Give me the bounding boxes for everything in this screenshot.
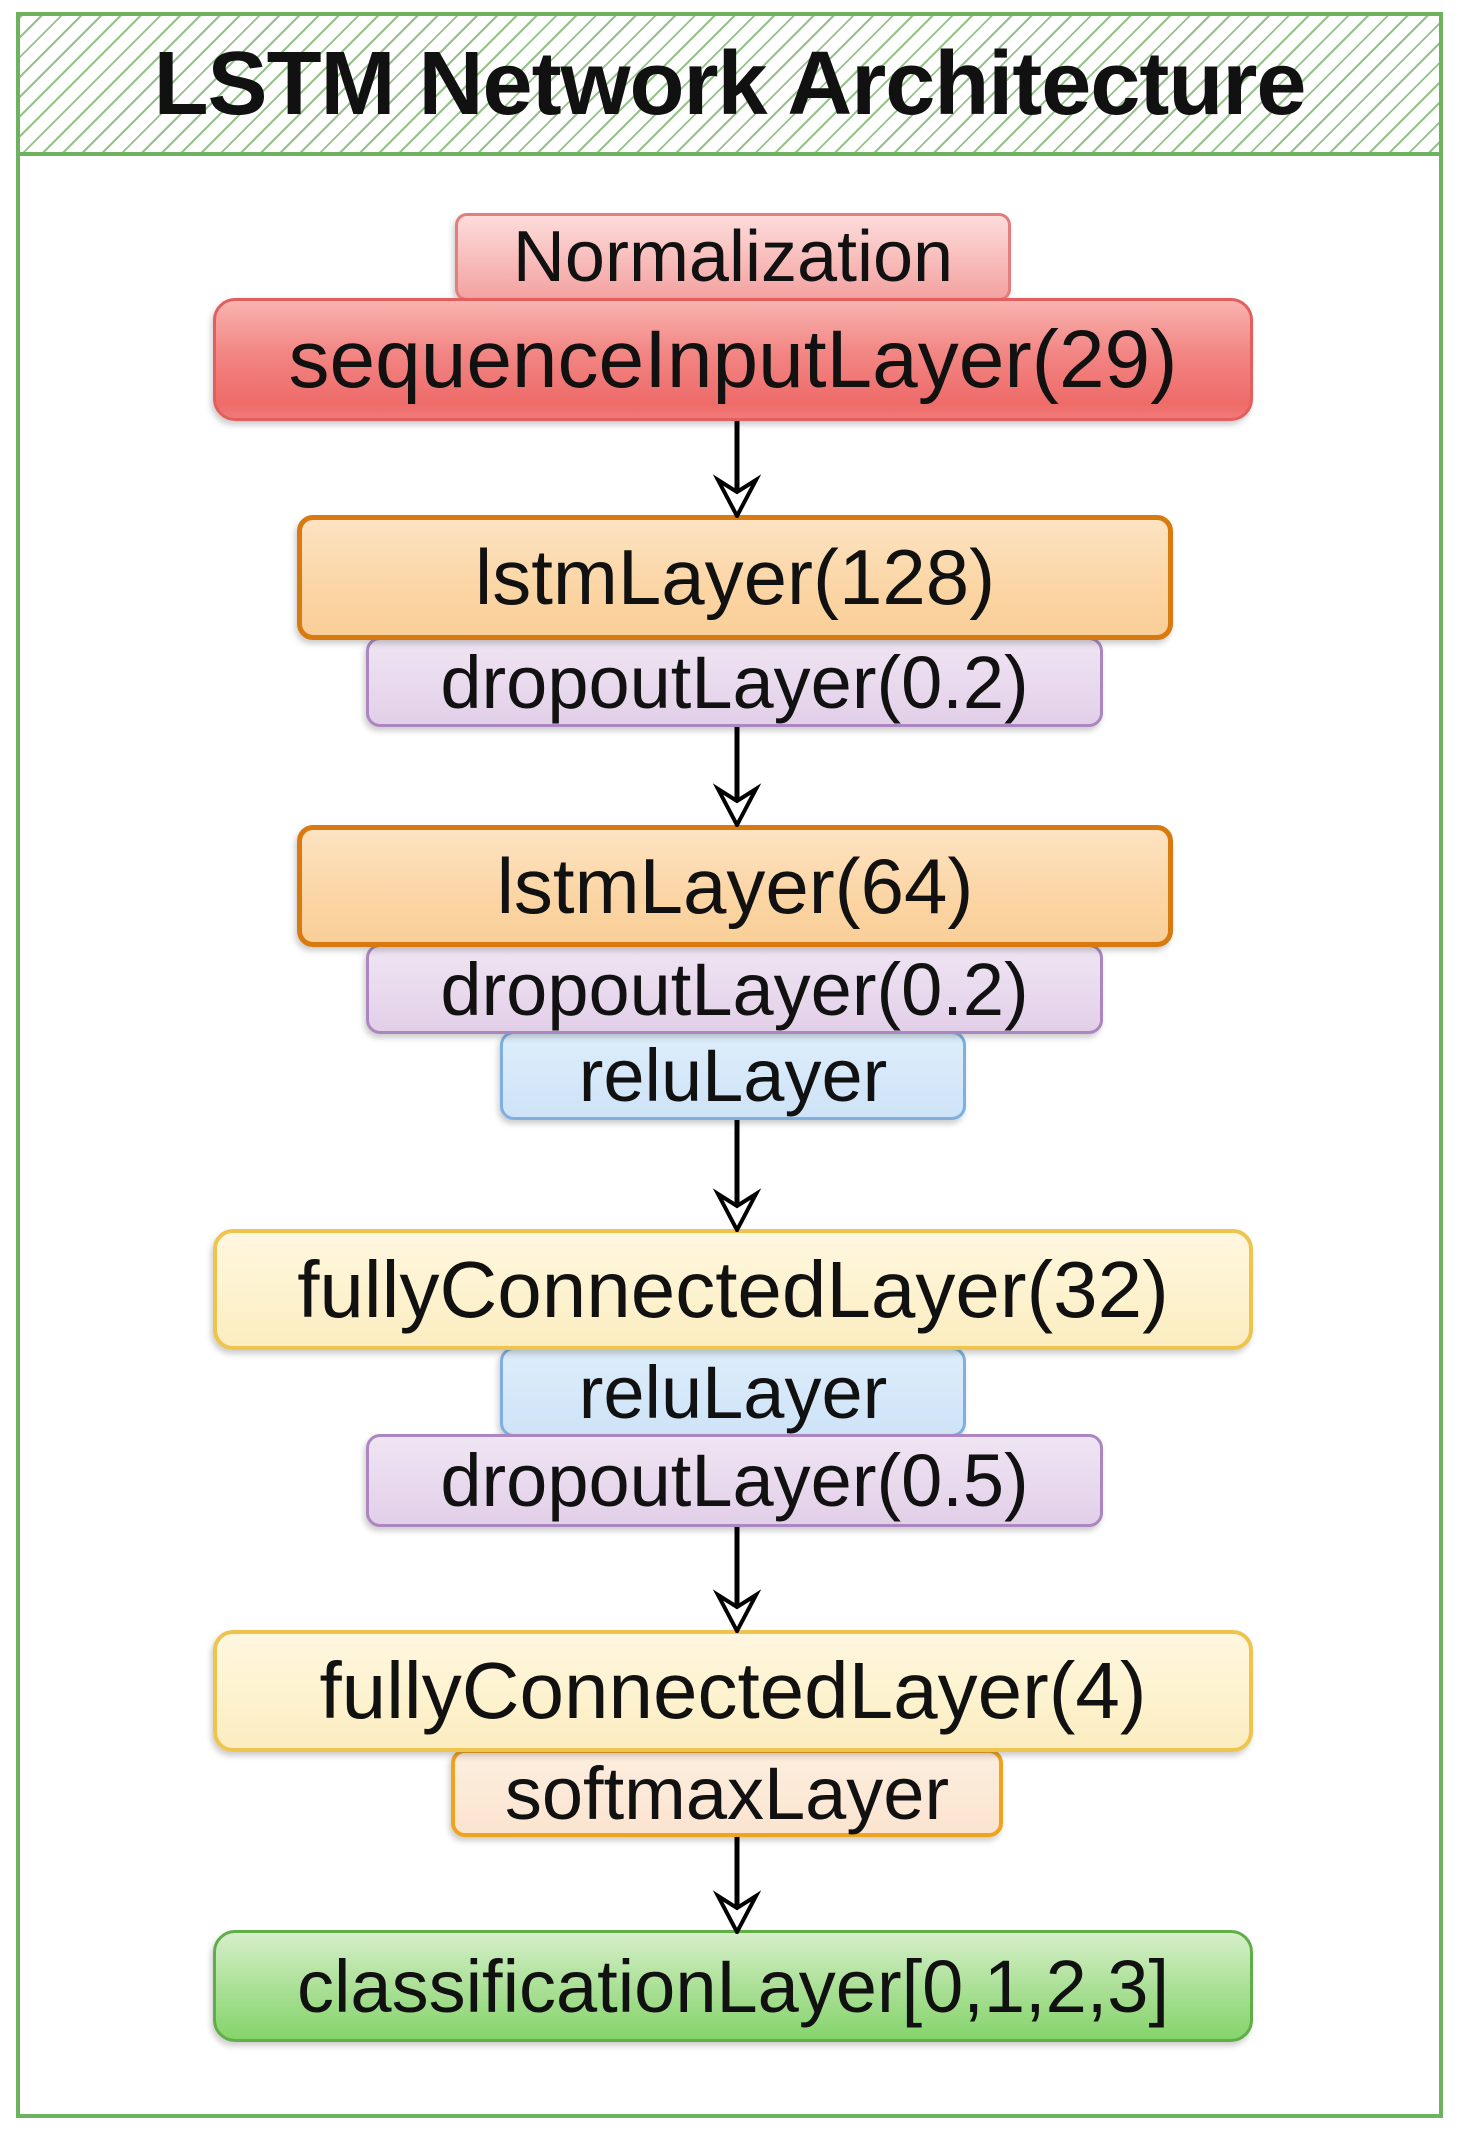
- layer-box-sequence-input: sequenceInputLayer(29): [213, 298, 1253, 421]
- layer-box-fully-connected-32: fullyConnectedLayer(32): [213, 1229, 1253, 1350]
- layer-box-fully-connected-4: fullyConnectedLayer(4): [213, 1630, 1253, 1752]
- layer-box-dropout-02-a: dropoutLayer(0.2): [366, 637, 1103, 727]
- flow-arrow-down-icon: [712, 421, 762, 518]
- flow-arrow-down-icon: [712, 1837, 762, 1934]
- flow-arrow-down-icon: [712, 727, 762, 827]
- layer-box-dropout-05: dropoutLayer(0.5): [366, 1434, 1103, 1527]
- flow-arrow-down-icon: [712, 1120, 762, 1232]
- layer-box-relu-b: reluLayer: [500, 1347, 966, 1437]
- layer-box-classification: classificationLayer[0,1,2,3]: [213, 1930, 1253, 2042]
- layer-box-lstm-64: lstmLayer(64): [297, 825, 1173, 947]
- layer-box-dropout-02-b: dropoutLayer(0.2): [366, 944, 1103, 1034]
- layer-box-softmax: softmaxLayer: [451, 1749, 1003, 1837]
- title-bar: LSTM Network Architecture: [20, 16, 1439, 156]
- layer-box-relu-a: reluLayer: [500, 1031, 966, 1120]
- page-title: LSTM Network Architecture: [153, 33, 1307, 134]
- flow-arrow-down-icon: [712, 1527, 762, 1633]
- layer-box-lstm-128: lstmLayer(128): [297, 515, 1173, 640]
- layer-box-normalization: Normalization: [455, 213, 1011, 301]
